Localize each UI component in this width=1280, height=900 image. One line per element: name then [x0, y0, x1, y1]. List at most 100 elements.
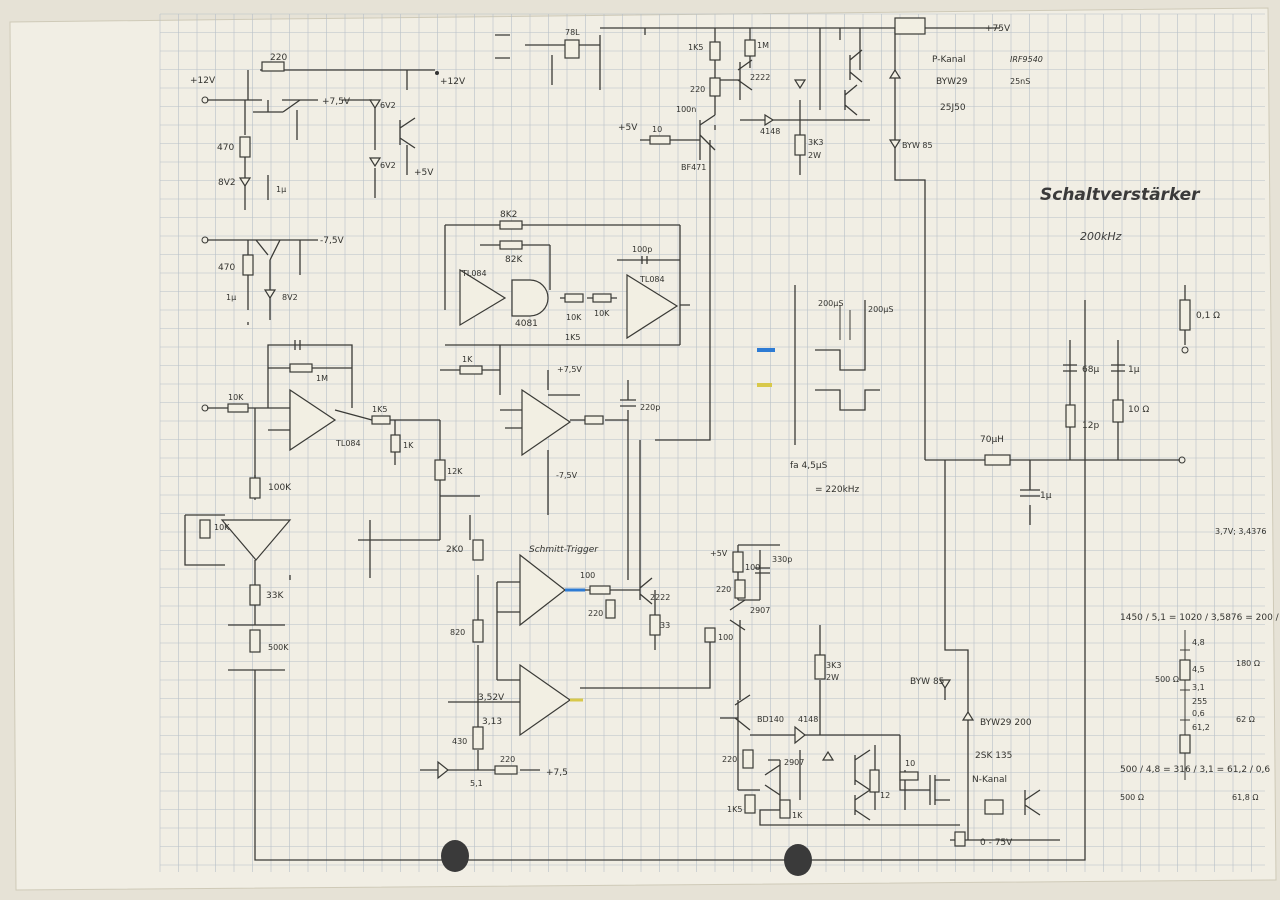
neg-terminal [201, 236, 209, 244]
resistor-100 [589, 585, 611, 595]
calc-l06: 0,6 [1192, 709, 1205, 718]
label-c330p: 330p [772, 555, 792, 564]
label-r3k3b: 3K3 [826, 661, 841, 670]
resistor-1k-integrator [459, 365, 483, 375]
opamp-schmitt [519, 553, 566, 627]
label-220khz: = 220kHz [815, 485, 860, 495]
output-terminal-b [1178, 456, 1186, 464]
diode-byw85-b [938, 679, 952, 690]
calc-l500: 500 Ω [1155, 675, 1179, 684]
rail-label-p5-c: +5V [710, 549, 728, 558]
rail-label-p12: +12V [440, 77, 466, 87]
resistor-2k0 [472, 539, 484, 561]
resistor-220-c [494, 765, 518, 775]
calc-l62: 62 Ω [1236, 715, 1255, 724]
calculations: 1450 / 5,1 = 1020 / 3,5876 = 200 / 0,703… [1120, 527, 1280, 802]
resistor-220-e [734, 579, 746, 599]
label-r1k: 1K [462, 355, 473, 364]
label-c1u: 1µ [276, 185, 286, 194]
label-v313: 3,13 [482, 717, 502, 727]
label-byw29: BYW29 [936, 77, 968, 87]
label-byw85b: BYW 85 [910, 677, 944, 687]
label-c1u-b: 1µ [1128, 365, 1140, 375]
resistor-820 [472, 619, 484, 643]
label-r12: 12 [880, 791, 890, 800]
output-filter: 70µH 1µ 68µ 12p 1µ 10 Ω 0,1 Ω [925, 285, 1220, 525]
label-r10ka: 10K [566, 313, 582, 322]
grid [159, 13, 1265, 872]
label-r470a: 470 [217, 143, 234, 153]
page-subtitle: 200kHz [1080, 230, 1122, 243]
resistor-33 [649, 614, 661, 636]
resistor-10k-input [227, 403, 249, 413]
resistor-3k3 [794, 134, 806, 156]
label-r220c: 220 [500, 755, 515, 764]
label-r82k: 82K [505, 255, 523, 265]
label-c100p: 100p [632, 245, 652, 254]
label-v352: 3,52V [478, 693, 505, 703]
label-z8v2: 8V2 [218, 178, 236, 188]
page-title: Schaltverstärker [1040, 185, 1201, 205]
resistor-82k [499, 240, 523, 250]
opamp-tl084-b [626, 273, 679, 340]
shunt-resistor [954, 831, 966, 847]
resistor-1k5-d [744, 794, 756, 814]
label-r220f: 220 [722, 755, 737, 764]
rail-label-p75-bottom: +7,5 [546, 768, 568, 778]
label-tl084c: TL084 [335, 439, 361, 448]
trimmer-12p [1065, 404, 1076, 428]
label-pkanal: P-Kanal [932, 55, 965, 65]
rail-label-n75: -7,5V [320, 236, 345, 246]
resistor-33k [249, 584, 261, 606]
mosfet-n-channel [984, 799, 1004, 815]
terminal-dot [435, 71, 439, 75]
resistor-10 [649, 135, 671, 145]
resistor-220-d [709, 77, 721, 97]
resistor-430 [472, 726, 484, 750]
calc-l500b: 500 Ω [1120, 793, 1144, 802]
label-w2: 2W [808, 151, 821, 160]
label-200us-b: 200µS [868, 305, 893, 314]
label-r430: 430 [452, 737, 467, 746]
label-78l: 78L [565, 28, 580, 37]
label-r33: 33 [660, 621, 670, 630]
comparator-opamp [220, 519, 292, 561]
schmitt-trigger-stage: Schmitt-Trigger 2K0 100 2222 220 33 820 … [358, 170, 711, 788]
resistor-1m-b [744, 39, 756, 57]
oscillator-stage: 8K2 82K TL084 4081 10K 10K 100p TL084 [444, 210, 690, 346]
diode-byw29-b [961, 710, 975, 721]
resistor-10r [1112, 399, 1124, 423]
label-bf471: BF471 [681, 163, 706, 172]
label-r10e: 10 [905, 759, 915, 768]
negative-supply: 470 1µ 8V2 -7,5V [201, 236, 345, 325]
label-v51: 5,1 [470, 779, 483, 788]
zener-12v-b [821, 750, 835, 761]
label-r470b: 470 [218, 263, 235, 273]
label-25j50: 25J50 [940, 103, 966, 113]
resistor-1m [289, 363, 313, 373]
resistor-12 [869, 769, 880, 793]
label-t2222b: 2222 [750, 73, 770, 82]
zener-8v2-b [263, 289, 277, 300]
label-z8v2b: 8V2 [282, 293, 298, 302]
mosfet-p-channel [894, 17, 926, 35]
rail-label-p5-b: +5V [618, 123, 638, 133]
signal-input-terminal [201, 404, 209, 412]
label-r10kb: 10K [594, 309, 610, 318]
zener-5v1 [437, 760, 449, 780]
label-r220: 220 [270, 53, 287, 63]
resistor-10-e [899, 771, 919, 781]
label-mosfet-p: IRF9540 [1010, 55, 1043, 64]
resistor-100-f [704, 627, 716, 643]
label-c1b: 1µ [226, 293, 236, 302]
resistor-8k2 [499, 220, 523, 230]
resistor-10k-b [592, 293, 612, 303]
label-r10r: 10 Ω [1128, 405, 1149, 415]
label-r1k5d: 1K5 [727, 805, 742, 814]
label-r100: 100 [580, 571, 595, 580]
calc-row1: 1450 / 5,1 = 1020 / 3,5876 = 200 / 0,703 [1120, 613, 1280, 623]
label-200us-a: 200µS [818, 299, 843, 308]
label-r3k3: 3K3 [808, 138, 823, 147]
label-tl084a: TL084 [461, 269, 487, 278]
